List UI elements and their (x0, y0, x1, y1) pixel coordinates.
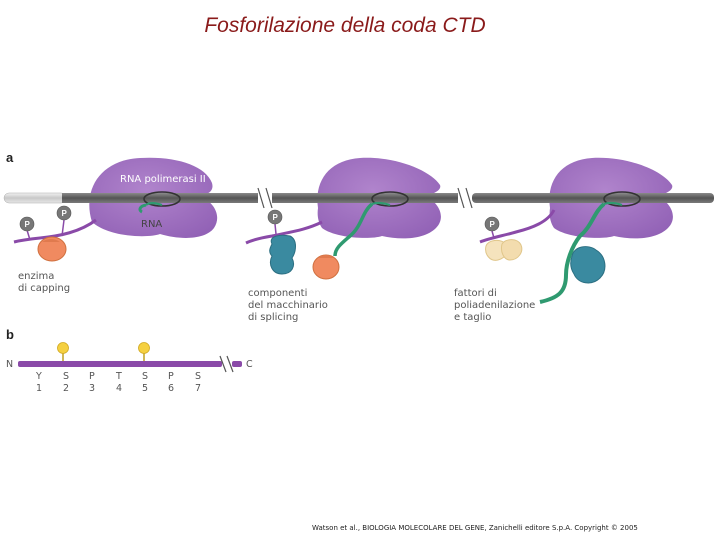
ctd-tail-2 (245, 220, 323, 245)
polyadenylation-factors (485, 239, 523, 261)
rna-strand-3 (539, 202, 606, 304)
panel-a-label: a (6, 150, 14, 165)
phosphate-2: P (56, 205, 72, 237)
phosphate-1: P (19, 216, 35, 241)
splicing-label-line-1: componenti (248, 288, 307, 299)
residue-aa: S (142, 371, 148, 382)
phosphate-symbol: P (25, 220, 31, 229)
panel-b-label: b (6, 327, 14, 342)
capping-label-line-1: enzima (18, 271, 54, 282)
c-terminus-label: C (246, 359, 253, 370)
polyA-label-line-3: e taglio (454, 312, 491, 323)
residue-pos: 4 (116, 383, 122, 394)
rna-strand-1 (138, 203, 147, 214)
rna-strand-2 (333, 202, 374, 257)
residue-aa: Y (35, 371, 42, 382)
residue-pos: 1 (36, 383, 42, 394)
phosphate-4: P (484, 216, 500, 239)
splicing-label-line-2: del macchinario (248, 300, 328, 311)
rna-label: RNA (141, 219, 162, 230)
n-terminus-label: N (6, 359, 13, 370)
capping-label-line-2: di capping (18, 283, 70, 294)
capping-enzyme-2 (312, 254, 340, 280)
transcription-bubble-3 (603, 191, 641, 207)
polyA-label-line-1: fattori di (454, 288, 497, 299)
splicing-machinery-1 (269, 234, 296, 275)
splicing-machinery-2 (570, 246, 606, 284)
transcription-bubble-2 (371, 191, 409, 207)
residue-aa: T (115, 371, 122, 382)
phosphate-symbol: P (62, 209, 68, 218)
splicing-label-line-3: di splicing (248, 312, 298, 323)
transcription-bubble-1 (143, 191, 181, 207)
residue-pos: 2 (63, 383, 69, 394)
capping-enzyme-1 (37, 236, 67, 262)
ctd-repeat-bar (18, 355, 242, 373)
ctd-tail-1 (13, 218, 97, 244)
residue-pos: 7 (195, 383, 201, 394)
phosphate-symbol: P (490, 220, 496, 229)
residue-pos: 6 (168, 383, 174, 394)
copyright-footer: Watson et al., BIOLOGIA MOLECOLARE DEL G… (312, 524, 638, 532)
ctd-tail-3 (479, 209, 556, 244)
residue-pos: 5 (142, 383, 148, 394)
phospho-site-ser5 (138, 342, 150, 361)
residue-aa: P (89, 371, 95, 382)
phosphate-3: P (267, 209, 283, 235)
residue-pos: 3 (89, 383, 95, 394)
polymerase-label: RNA polimerasi II (120, 174, 206, 185)
polyA-label-line-2: poliadenilazione (454, 300, 535, 311)
residue-aa: P (168, 371, 174, 382)
residue-aa: S (195, 371, 201, 382)
residue-aa: S (63, 371, 69, 382)
dna-strand (3, 187, 714, 209)
phosphate-symbol: P (273, 213, 279, 222)
phospho-site-ser2 (57, 342, 69, 361)
page-title: Fosforilazione della coda CTD (204, 14, 486, 37)
